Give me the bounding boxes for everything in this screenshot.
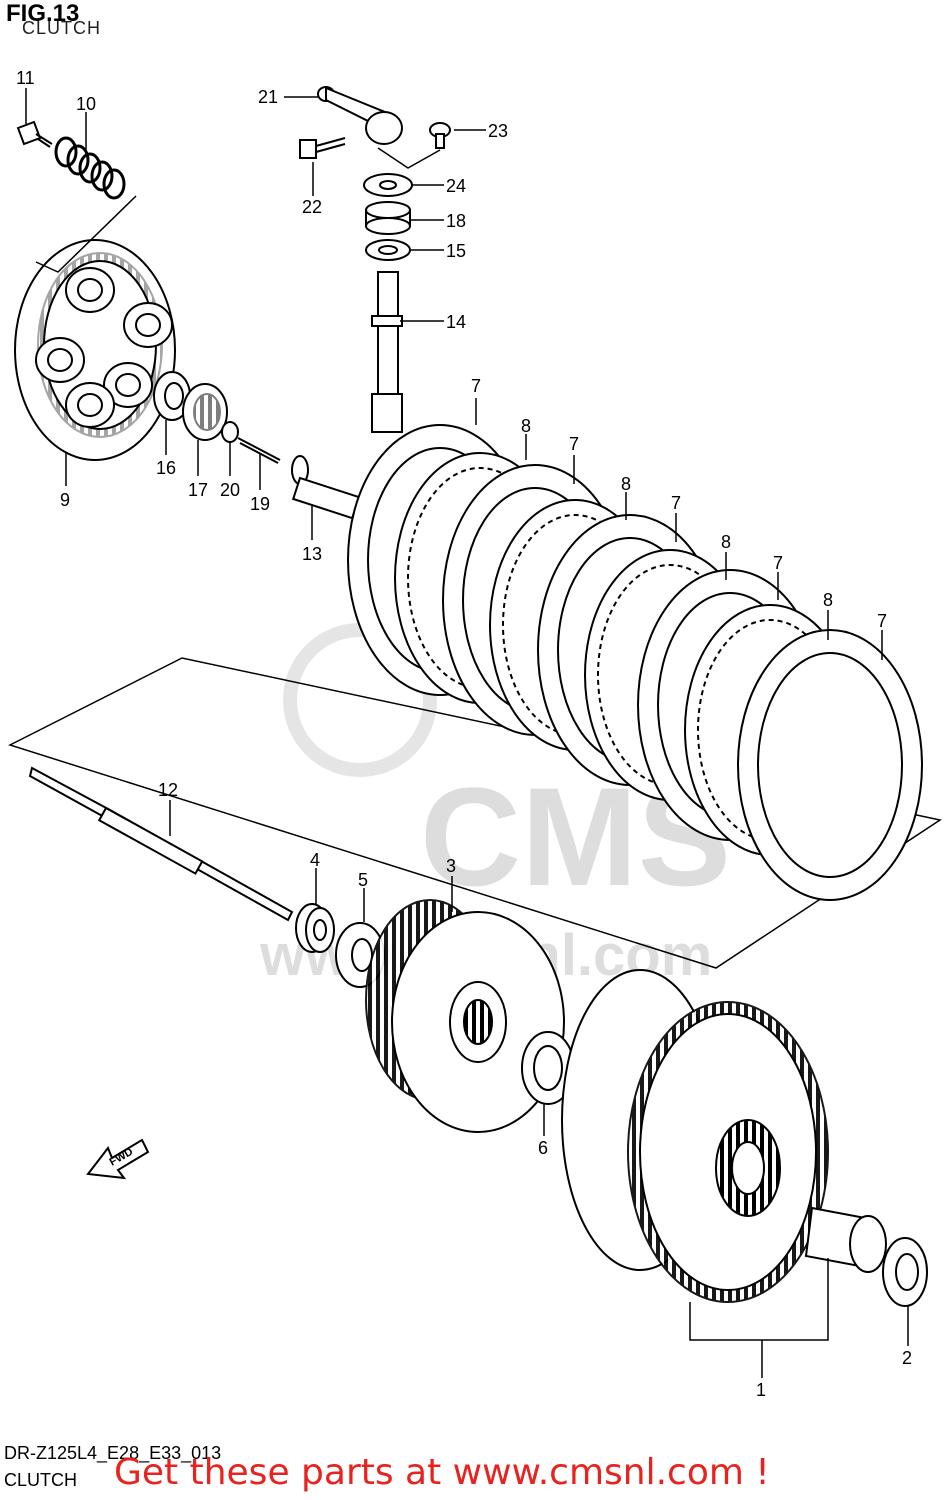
lifter-rod-13-part [291, 455, 361, 520]
callout-24: 24 [446, 176, 466, 196]
figure-subtitle: CLUTCH [22, 18, 102, 38]
oil-seal-18-part [365, 201, 411, 235]
screw-bracket [377, 147, 441, 169]
callout-15: 15 [446, 241, 466, 261]
callout-11: 11 [16, 68, 35, 88]
callout-13: 13 [302, 544, 322, 564]
drive-plate-5 [737, 629, 923, 901]
callout-16: 16 [156, 458, 176, 478]
washer-24-part [363, 173, 413, 197]
nut-20-part [221, 421, 239, 443]
callout-4: 4 [310, 850, 320, 870]
watermark-mascot [283, 623, 437, 777]
callout-2: 2 [902, 1348, 912, 1368]
callout-7-d: 7 [773, 553, 783, 573]
release-shaft-14-part [371, 271, 403, 433]
parts-link-banner[interactable]: Get these parts at www.cmsnl.com ! [114, 1452, 770, 1493]
callout-7-c: 7 [671, 493, 681, 513]
spring-group-bracket [35, 195, 137, 273]
callout-8-d: 8 [823, 590, 833, 610]
thrust-washer-2-part [882, 1237, 928, 1307]
bolt-19-part [237, 437, 281, 464]
callout-20: 20 [220, 480, 240, 500]
callout-10: 10 [76, 94, 96, 114]
bolt-11-part [16, 120, 53, 148]
callout-22: 22 [302, 197, 322, 217]
bearing-4-part [295, 903, 335, 953]
callout-8-b: 8 [621, 474, 631, 494]
callout-7-e: 7 [877, 611, 887, 631]
callout-7-a: 7 [471, 376, 481, 396]
callout-23: 23 [488, 121, 508, 141]
callout-5: 5 [358, 870, 368, 890]
washer-6-part [521, 1031, 575, 1105]
release-arm-21-part [317, 86, 403, 145]
screw-23-part [429, 122, 451, 149]
callout-1: 1 [756, 1380, 766, 1400]
callout-14: 14 [446, 312, 466, 332]
callout-19: 19 [250, 494, 270, 514]
callout-18: 18 [446, 211, 466, 231]
pressure-plate-part [14, 239, 176, 461]
callout-8-a: 8 [521, 416, 531, 436]
callout-7-b: 7 [569, 434, 579, 454]
leader-lines [25, 88, 909, 1378]
assembly-outline [8, 657, 942, 969]
washer-15-part [365, 239, 411, 261]
push-rod-12-part [28, 766, 294, 922]
callout-labels: 11 10 21 23 22 24 18 15 14 9 16 17 20 19… [16, 68, 912, 1400]
callout-6: 6 [538, 1138, 548, 1158]
figure-title: FIG.13 [6, 0, 80, 27]
clutch-housing-1-part [561, 969, 829, 1303]
fwd-arrow: FWD [86, 1138, 150, 1180]
footer-caption: CLUTCH [4, 1470, 78, 1490]
bolt-22-part [299, 137, 346, 159]
clutch-plate-stack [347, 424, 923, 901]
callout-21: 21 [258, 87, 278, 107]
callout-17: 17 [188, 480, 208, 500]
model-code: DR-Z125L4_E28_E33_013 [4, 1443, 222, 1463]
bearing-17-part [182, 383, 228, 441]
sleeve-hub-3-part [365, 899, 565, 1133]
callout-3: 3 [446, 856, 456, 876]
spacer-part [804, 1206, 887, 1273]
callout-12: 12 [158, 780, 178, 800]
callout-8-c: 8 [721, 532, 731, 552]
callout-9: 9 [60, 490, 70, 510]
spring-10-part [54, 136, 126, 200]
